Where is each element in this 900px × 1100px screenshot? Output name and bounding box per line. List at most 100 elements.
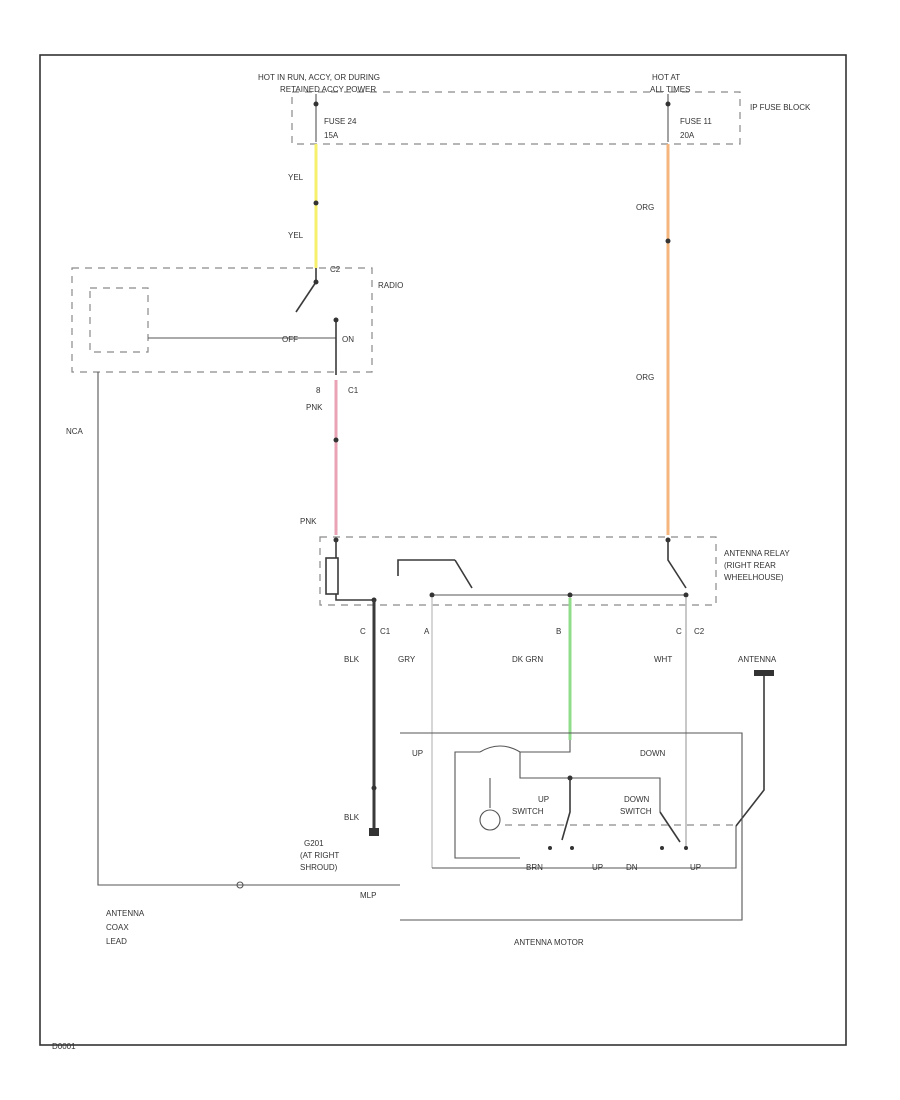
motor-down-feed	[519, 752, 661, 812]
down-switch-contact-up	[684, 846, 688, 850]
org-connector-dot	[665, 238, 671, 244]
motor-brn-label: BRN	[526, 863, 543, 872]
relay-pin-c-2: C	[676, 627, 682, 636]
fuse-24-terminal	[313, 101, 319, 107]
org-wire-label-upper: ORG	[636, 203, 654, 212]
yel-wire-label-upper: YEL	[288, 173, 304, 182]
fuse-11-terminal	[665, 101, 671, 107]
relay-switch-1-blade	[454, 559, 473, 589]
motor-down-label: DOWN	[640, 749, 666, 758]
pnk-connector-dot	[333, 437, 339, 443]
antenna-icon	[754, 670, 774, 676]
left-hot-label: HOT IN RUN, ACCY, OR DURING	[258, 73, 380, 82]
fuse-block: HOT IN RUN, ACCY, OR DURING RETAINED ACC…	[258, 73, 811, 145]
dk-grn-wire-label: DK GRN	[512, 655, 543, 664]
right-hot-label-2: ALL TIMES	[650, 85, 690, 94]
relay-coil	[325, 557, 339, 595]
blk-wire-label-lower: BLK	[344, 813, 360, 822]
relay-a-terminal	[429, 592, 435, 598]
motor-bottom-bus	[432, 826, 737, 869]
motor-dn-label: DN	[626, 863, 638, 872]
pnk-wire-label-lower: PNK	[300, 517, 317, 526]
antenna-relay: ANTENNA RELAY (RIGHT REAR WHEELHOUSE) C …	[319, 536, 790, 636]
fuse-24-label: FUSE 24	[324, 117, 357, 126]
up-switch-blade	[561, 778, 571, 841]
ground-label: G201	[304, 839, 324, 848]
antenna-mast: ANTENNA	[735, 655, 777, 827]
motor-up-winding-loop	[454, 751, 520, 859]
radio-inner-box	[89, 287, 149, 353]
motor-outline	[400, 732, 743, 921]
relay-label-2: (RIGHT REAR	[724, 561, 776, 570]
radio-on-terminal	[333, 317, 339, 323]
relay-pin-c2: C2	[694, 627, 705, 636]
radio: RADIO C2 OFF ON C1 8	[71, 265, 403, 395]
relay-pin-c: C	[360, 627, 366, 636]
up-switch-label-1: UP	[538, 795, 549, 804]
pnk-wire-label-upper: PNK	[306, 403, 323, 412]
down-switch-blade	[659, 811, 681, 843]
nca-wire-label: NCA	[66, 427, 84, 436]
relay-switch-1-feed	[397, 559, 455, 576]
coax-connector	[236, 881, 244, 889]
coax-label-3: LEAD	[106, 937, 127, 946]
motor-thermal-breaker	[479, 745, 521, 753]
down-switch-contact-dn	[660, 846, 664, 850]
motor-up3-label: UP	[690, 863, 701, 872]
radio-switch-pivot	[313, 279, 319, 285]
yel-connector-dot	[313, 200, 319, 206]
radio-on-label: ON	[342, 335, 354, 344]
footer-code: D0001	[52, 1042, 76, 1051]
motor-armature	[479, 809, 501, 831]
coax-label-2: COAX	[106, 923, 129, 932]
blk-wire-label-upper: BLK	[344, 655, 360, 664]
fuse-11-amps: 20A	[680, 131, 695, 140]
relay-switch-2-blade	[667, 540, 687, 589]
antenna-label: ANTENNA	[738, 655, 777, 664]
motor-grn-feed	[520, 740, 571, 753]
antenna-motor-label: ANTENNA MOTOR	[514, 938, 584, 947]
gry-wire-label: GRY	[398, 655, 416, 664]
radio-switch-blade	[295, 281, 317, 313]
left-hot-label-2: RETAINED ACCY POWER	[280, 85, 376, 94]
antenna-coax-wire	[97, 372, 400, 886]
up-switch-label-2: SWITCH	[512, 807, 544, 816]
mlp-label: MLP	[360, 891, 376, 900]
antenna-mast-line	[735, 676, 765, 827]
radio-pin-label: 8	[316, 386, 321, 395]
blk-connector-dot	[371, 785, 377, 791]
up-switch-contact-brn	[548, 846, 552, 850]
relay-label-3: WHEELHOUSE)	[724, 573, 784, 582]
radio-label: RADIO	[378, 281, 403, 290]
relay-c2-terminal	[683, 592, 689, 598]
motor-up2-label: UP	[592, 863, 603, 872]
fuse-24-amps: 15A	[324, 131, 339, 140]
yel-wire-label-lower: YEL	[288, 231, 304, 240]
down-switch-label-1: DOWN	[624, 795, 650, 804]
fuse-block-outline	[291, 91, 741, 145]
relay-coil-return	[335, 594, 374, 601]
wht-wire-label: WHT	[654, 655, 672, 664]
radio-c1-label: C1	[348, 386, 359, 395]
relay-pin-a: A	[424, 627, 430, 636]
relay-label-1: ANTENNA RELAY	[724, 549, 790, 558]
fuse-block-label: IP FUSE BLOCK	[750, 103, 811, 112]
relay-b-terminal	[567, 592, 573, 598]
coax-label-1: ANTENNA	[106, 909, 145, 918]
ground-sub-1: (AT RIGHT	[300, 851, 339, 860]
radio-outline	[71, 267, 373, 373]
fuse-block-label-text: IP FUSE BLOCK	[750, 103, 811, 112]
relay-pin-b: B	[556, 627, 561, 636]
motor-up-label: UP	[412, 749, 423, 758]
org-wire-label-lower: ORG	[636, 373, 654, 382]
ground-sub-2: SHROUD)	[300, 863, 338, 872]
up-switch-contact-up	[570, 846, 574, 850]
radio-connector-c2: C2	[330, 265, 341, 274]
fuse-11-label: FUSE 11	[680, 117, 712, 126]
g201-ground-symbol	[369, 828, 379, 836]
radio-off-label: OFF	[282, 335, 298, 344]
relay-outline	[319, 536, 717, 606]
diagram-frame	[39, 54, 847, 1046]
down-switch-label-2: SWITCH	[620, 807, 652, 816]
